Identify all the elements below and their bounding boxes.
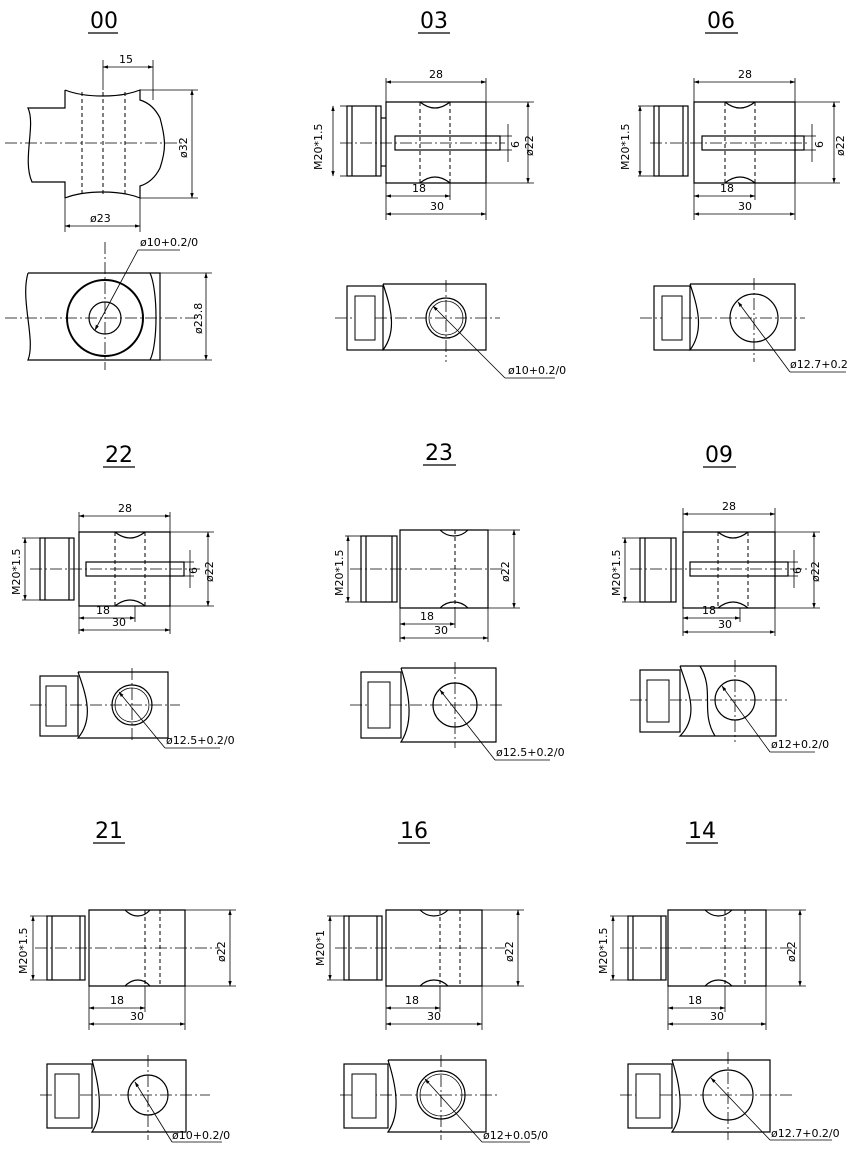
front-view: 28 M20*1.5 6 ø22 18 30 [619, 68, 847, 220]
dim-dia: ø22 [834, 135, 847, 156]
front-view: 15 ø32 ø23 [5, 53, 198, 232]
part-id-16: 16 [400, 819, 428, 844]
front-view: M20*1.5 ø22 18 30 [17, 909, 236, 1030]
dim-bore: ø10+0.2/0 [508, 364, 566, 377]
dim-total: 30 [427, 1010, 441, 1023]
dim-thread: M20*1.5 [619, 124, 632, 170]
dim-bore: ø12.5+0.2/0 [166, 734, 235, 747]
dim-dia: ø22 [523, 135, 536, 156]
part-id-21: 21 [95, 819, 123, 844]
side-view: ø10+0.2/0 ø23.8 [5, 236, 212, 370]
dim-bore: ø10+0.2/0 [172, 1129, 230, 1142]
dim-height: ø32 [177, 137, 190, 158]
dim-top: 28 [118, 502, 132, 515]
front-view: M20*1 ø22 18 30 [314, 909, 524, 1030]
dim-slot: 6 [187, 567, 200, 574]
front-view: M20*1.5 ø22 18 30 [333, 529, 520, 642]
part-09: 09 28 M20*1.5 6 ø22 [610, 443, 829, 753]
dim-thread: M20*1 [314, 930, 327, 966]
part-23: 23 M20*1.5 ø22 18 30 [333, 441, 565, 761]
dim-dia: ø22 [809, 561, 822, 582]
dim-inner: 18 [110, 994, 124, 1007]
dim-inner: 18 [96, 604, 110, 617]
dim-bore: ø12.7+0.2/0 [790, 358, 848, 371]
dim-total: 30 [718, 618, 732, 631]
dim-thread: M20*1.5 [597, 928, 610, 974]
side-view: ø12.7+0.2/0 [640, 278, 848, 373]
dim-slot: 6 [791, 567, 804, 574]
side-view: ø12.7+0.2/0 [620, 1052, 840, 1141]
dim-inner: 18 [420, 610, 434, 623]
dim-side: ø23.8 [192, 303, 205, 334]
part-22: 22 28 M20*1.5 6 ø22 [10, 443, 235, 749]
part-id-03: 03 [420, 9, 448, 34]
dim-thread: M20*1.5 [312, 124, 325, 170]
part-21: 21 M20*1.5 ø22 18 30 [17, 819, 236, 1143]
dim-total: 30 [430, 200, 444, 213]
part-14: 14 M20*1.5 ø22 18 30 [597, 819, 840, 1141]
dim-thread: M20*1.5 [333, 550, 346, 596]
dim-bore: ø12.7+0.2/0 [771, 1127, 840, 1140]
side-view: ø12.5+0.2/0 [30, 668, 235, 749]
dim-bore: ø12.5+0.2/0 [496, 746, 565, 759]
dim-inner: 18 [702, 604, 716, 617]
dim-top: 28 [429, 68, 443, 81]
dim-slot: 6 [509, 141, 522, 148]
side-view: ø10+0.2/0 [335, 280, 566, 379]
dim-total: 30 [434, 624, 448, 637]
dim-inner: 18 [405, 994, 419, 1007]
dim-dia: ø22 [203, 561, 216, 582]
dim-top: 28 [738, 68, 752, 81]
part-id-06: 06 [707, 9, 735, 34]
front-view: 28 M20*1.5 6 ø22 18 30 [312, 68, 536, 220]
dim-dia: ø22 [499, 561, 512, 582]
dim-bore: ø12+0.2/0 [771, 738, 829, 751]
dim-total: 30 [738, 200, 752, 213]
dim-dia: ø22 [503, 941, 516, 962]
part-16: 16 M20*1 ø22 18 30 [314, 819, 548, 1143]
dim-inner: 18 [720, 182, 734, 195]
side-view: ø10+0.2/0 [40, 1055, 230, 1143]
dim-top: 28 [722, 500, 736, 513]
dim-total: 30 [130, 1010, 144, 1023]
dim-slot: 6 [813, 141, 826, 148]
dim-bore: ø12+0.05/0 [483, 1129, 548, 1142]
front-view: 28 M20*1.5 6 ø22 18 30 [610, 500, 822, 636]
dim-dia: ø22 [215, 941, 228, 962]
dim-thread: M20*1.5 [610, 550, 623, 596]
dim-total: 30 [112, 616, 126, 629]
dim-total: 30 [710, 1010, 724, 1023]
side-view: ø12+0.05/0 [340, 1055, 548, 1143]
side-view: ø12+0.2/0 [630, 660, 829, 753]
part-00: 00 15 ø32 ø23 [5, 9, 212, 370]
part-06: 06 28 M20*1.5 6 ø22 [619, 9, 848, 373]
part-id-22: 22 [105, 443, 133, 468]
part-id-14: 14 [688, 819, 716, 844]
part-id-23: 23 [425, 441, 453, 466]
part-03: 03 28 M20*1.5 6 [312, 9, 566, 379]
dim-width: 15 [119, 53, 133, 66]
part-id-00: 00 [90, 9, 118, 34]
dim-thread: M20*1.5 [10, 549, 23, 595]
dim-thread: M20*1.5 [17, 928, 30, 974]
dim-inner: 18 [412, 182, 426, 195]
dim-bottom: ø23 [90, 212, 111, 225]
part-id-09: 09 [705, 443, 733, 468]
dim-bore: ø10+0.2/0 [140, 236, 198, 249]
dim-inner: 18 [688, 994, 702, 1007]
side-view: ø12.5+0.2/0 [350, 662, 565, 761]
front-view: 28 M20*1.5 6 ø22 18 30 [10, 502, 216, 634]
front-view: M20*1.5 ø22 18 30 [597, 909, 806, 1030]
dim-dia: ø22 [785, 941, 798, 962]
